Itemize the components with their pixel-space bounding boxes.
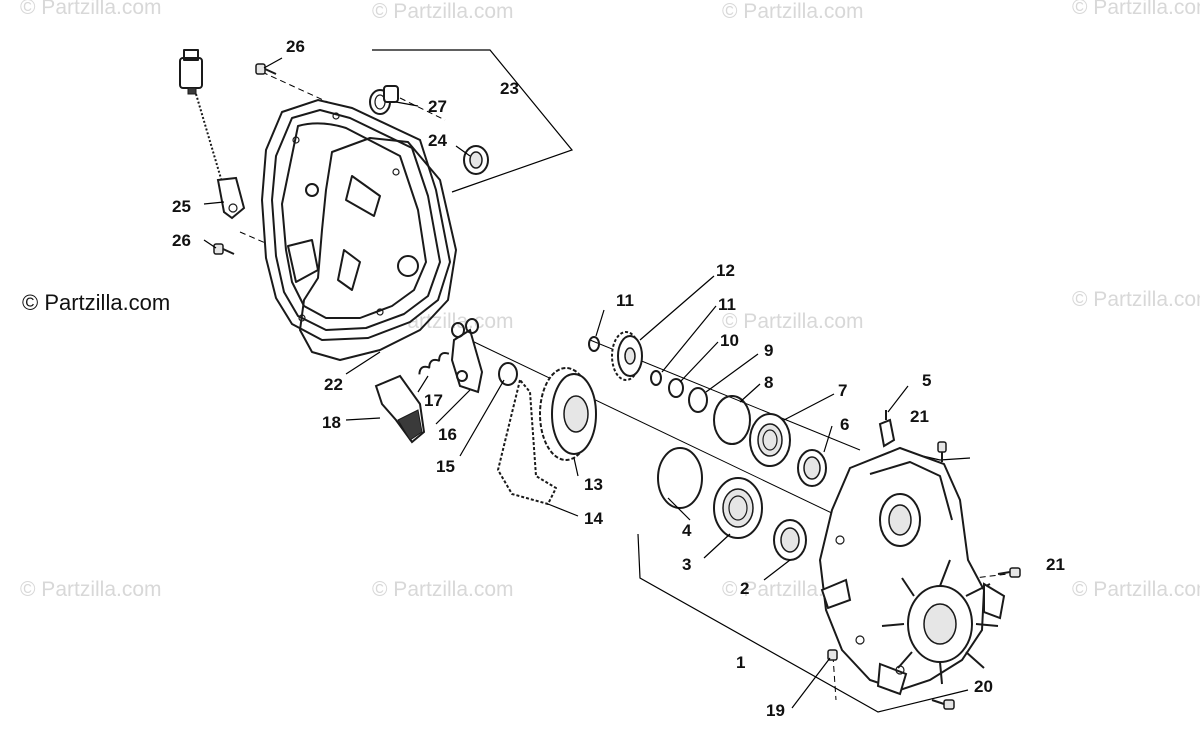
watermark: © Partzilla.com [1072,578,1200,601]
bearing-lower [713,477,763,539]
callout-13: 13 [584,475,603,494]
callouts: 1 2 3 4 5 6 7 8 9 10 11 11 12 13 14 15 1… [172,37,1065,720]
driven-sprocket [539,367,597,461]
tensioner-spring [418,352,450,375]
callout-11-lower: 11 [718,295,736,314]
callout-19: 19 [766,701,785,720]
callout-21-lower: 21 [1046,555,1065,574]
drive-housing-right [818,446,1006,696]
callout-24: 24 [428,131,447,150]
callout-18: 18 [322,413,341,432]
screw [827,649,838,661]
screw [997,567,1021,578]
watermark: © Partzilla.com [1072,0,1200,19]
vent-plug [369,85,399,115]
drive-sprocket [611,331,643,381]
oil-seal-lower [773,519,807,561]
callout-9: 9 [764,341,773,360]
callout-22: 22 [324,375,343,394]
o-ring [688,387,708,413]
oil-seal-upper [797,449,827,487]
callout-27: 27 [428,97,447,116]
oil-seal-small [463,145,489,175]
callout-3: 3 [682,555,691,574]
callout-20: 20 [974,677,993,696]
watermark: © Partzilla.com [722,0,864,23]
callout-23: 23 [500,79,519,98]
screw [255,63,277,75]
watermark: © Partzilla.com [372,578,514,601]
callout-17: 17 [424,391,443,410]
callout-11-upper: 11 [616,291,634,310]
callout-14: 14 [584,509,603,528]
speed-sensor-cable [179,49,246,220]
watermark: © Partzilla.com [722,310,864,333]
callout-26-upper: 26 [286,37,305,56]
screw [213,243,235,255]
callout-25: 25 [172,197,191,216]
callout-2: 2 [740,579,749,598]
callout-6: 6 [840,415,849,434]
watermark: © Partzilla.com [1072,288,1200,311]
copyright-watermark: © Partzilla.com [22,290,171,315]
callout-8: 8 [764,373,773,392]
snap-ring [498,362,518,386]
snap-ring [588,336,600,352]
tensioner-arm [450,318,484,394]
callout-1: 1 [736,653,745,672]
callout-7: 7 [838,381,847,400]
screw [931,699,955,710]
bracket-23 [372,49,574,193]
cover-gasket [299,137,457,361]
callout-12: 12 [716,261,735,280]
watermark: © Partzilla.com [372,0,514,23]
bracket-1 [637,533,969,713]
breather-fitting [878,410,896,448]
screw [937,441,947,462]
callout-21-upper: 21 [910,407,929,426]
callout-16: 16 [438,425,457,444]
drive-cover-left [260,98,452,342]
watermark: © Partzilla.com [20,578,162,601]
callout-10: 10 [720,331,739,350]
leader-lines [203,57,909,709]
callout-5: 5 [922,371,931,390]
callout-4: 4 [682,521,692,540]
washer [668,378,684,398]
snap-ring [650,370,662,386]
o-ring-large [657,447,703,509]
drive-chain [497,379,557,505]
callout-26-lower: 26 [172,231,191,250]
tensioner-shoe [374,374,426,444]
bearing-upper [749,413,791,467]
watermark: © Partzilla.com [20,0,162,19]
o-ring-large [713,395,751,445]
callout-15: 15 [436,457,455,476]
